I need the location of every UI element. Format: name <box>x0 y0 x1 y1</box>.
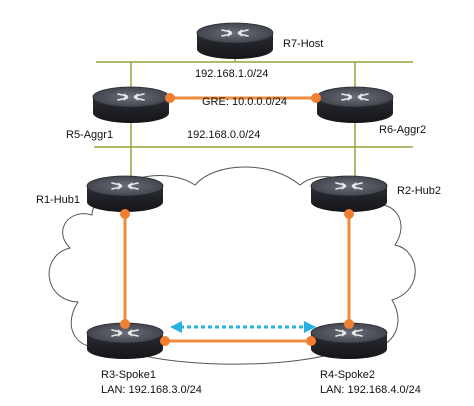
router-label-r4: R4-Spoke2 <box>320 369 375 381</box>
lan-label-r3: LAN: 192.168.3.0/24 <box>101 384 202 396</box>
interface-dot <box>120 209 130 219</box>
router-label-r5: R5-Aggr1 <box>66 129 113 141</box>
router-label-r7: R7-Host <box>283 38 323 50</box>
interface-dot <box>344 209 354 219</box>
gre-label: GRE: 10.0.0.0/24 <box>202 96 287 108</box>
router-icon <box>86 175 164 213</box>
cloud-icon <box>48 166 416 365</box>
mid-bus-label: 192.168.0.0/24 <box>187 129 260 141</box>
interface-dot <box>306 336 316 346</box>
router-icon <box>92 86 170 124</box>
spoke-to-spoke-dashed-arrow <box>170 321 316 333</box>
top-bus-label: 192.168.1.0/24 <box>195 68 268 80</box>
interface-dot <box>344 319 354 329</box>
interface-dot <box>120 319 130 329</box>
router-icon <box>316 86 394 124</box>
router-icon <box>310 175 388 213</box>
router-label-r3: R3-Spoke1 <box>101 369 156 381</box>
router-label-r2: R2-Hub2 <box>397 185 441 197</box>
lan-label-r4: LAN: 192.168.4.0/24 <box>320 384 421 396</box>
router-label-r6: R6-Aggr2 <box>379 124 426 136</box>
interface-dot <box>311 93 321 103</box>
interface-dot <box>165 93 175 103</box>
interface-dot <box>160 336 170 346</box>
router-icon <box>196 22 274 60</box>
router-label-r1: R1-Hub1 <box>36 194 80 206</box>
